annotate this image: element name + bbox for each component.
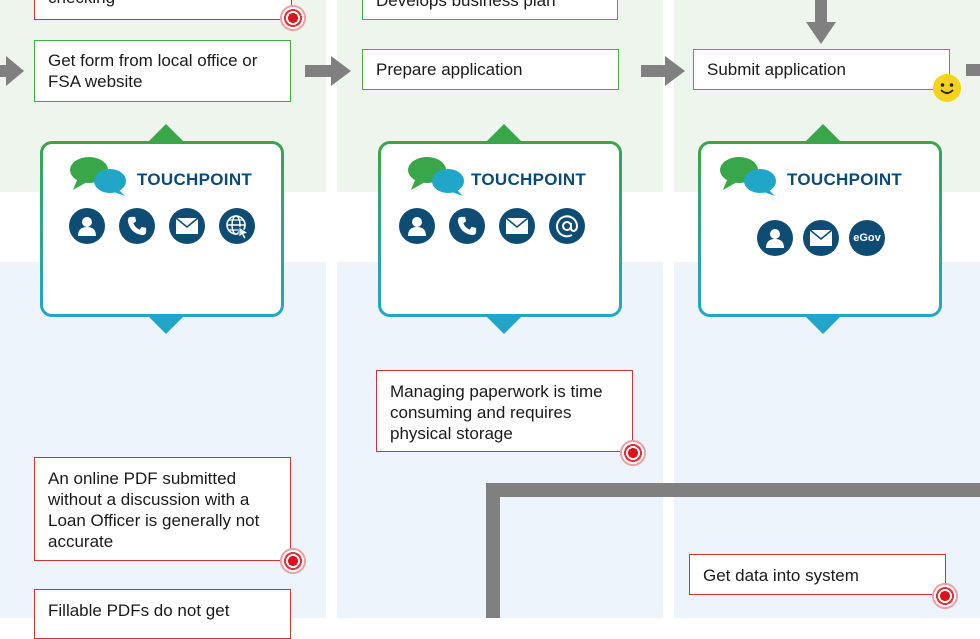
touchpoint-title: TOUCHPOINT bbox=[137, 170, 253, 189]
step-prepare-application: Prepare application bbox=[362, 49, 619, 90]
touchpoint-card-1: TOUCHPOINT bbox=[40, 141, 284, 317]
step-top-partial: Develops business plan bbox=[362, 0, 618, 20]
channel-icons bbox=[399, 208, 585, 244]
pain-point-online-pdf: An online PDF submitted without a discus… bbox=[34, 457, 291, 561]
pain-point-text: Get data into system bbox=[703, 566, 859, 585]
touchpoint-card-3: TOUCHPOINT eGov bbox=[698, 141, 942, 317]
person-icon bbox=[399, 208, 435, 244]
touchpoint-pointer-down bbox=[149, 317, 183, 334]
phone-icon bbox=[119, 208, 155, 244]
target-icon bbox=[619, 439, 647, 467]
step-text: Submit application bbox=[707, 60, 846, 79]
pain-point-text: Managing paperwork is time consuming and… bbox=[390, 382, 603, 443]
pain-point-get-data: Get data into system bbox=[689, 554, 946, 595]
touchpoint-card-2: TOUCHPOINT bbox=[378, 141, 622, 317]
at-sign-icon bbox=[549, 208, 585, 244]
touchpoint-pointer-down bbox=[806, 317, 840, 334]
pain-point-text: Fillable PDFs do not get bbox=[48, 601, 230, 620]
channel-icons bbox=[69, 208, 255, 244]
step-submit-application: Submit application bbox=[693, 49, 950, 90]
touchpoint-pointer-up bbox=[149, 124, 183, 141]
target-icon bbox=[931, 582, 959, 610]
target-icon bbox=[279, 547, 307, 575]
touchpoint-pointer-up bbox=[806, 124, 840, 141]
arrow-right-icon bbox=[966, 64, 980, 76]
arrow-down-icon bbox=[806, 0, 836, 44]
envelope-icon bbox=[169, 208, 205, 244]
chat-bubbles-icon bbox=[70, 157, 126, 196]
pain-point-text: An online PDF submitted without a discus… bbox=[48, 469, 260, 551]
person-icon bbox=[757, 220, 793, 256]
envelope-icon bbox=[803, 220, 839, 256]
person-icon bbox=[69, 208, 105, 244]
phone-icon bbox=[449, 208, 485, 244]
arrow-right-icon bbox=[641, 56, 685, 86]
pain-point-text: checking bbox=[48, 0, 115, 7]
target-icon bbox=[279, 4, 307, 32]
egov-icon: eGov bbox=[849, 220, 885, 256]
touchpoint-title: TOUCHPOINT bbox=[787, 170, 903, 189]
arrow-right-icon bbox=[0, 56, 24, 86]
globe-click-icon bbox=[219, 208, 255, 244]
touchpoint-pointer-down bbox=[487, 317, 521, 334]
pain-point-paperwork: Managing paperwork is time consuming and… bbox=[376, 370, 633, 452]
egov-label: eGov bbox=[853, 232, 881, 244]
pain-point-fillable-pdfs: Fillable PDFs do not get bbox=[34, 589, 291, 639]
chat-bubbles-icon bbox=[720, 157, 776, 196]
envelope-icon bbox=[499, 208, 535, 244]
touchpoint-pointer-up bbox=[487, 124, 521, 141]
step-text: Get form from local office or FSA websit… bbox=[48, 51, 258, 91]
channel-icons: eGov bbox=[757, 220, 885, 256]
smiley-icon bbox=[933, 74, 961, 102]
step-get-form: Get form from local office or FSA websit… bbox=[34, 40, 291, 102]
step-text: Develops business plan bbox=[376, 0, 556, 10]
step-text: Prepare application bbox=[376, 60, 523, 79]
pain-point-top-partial: checking bbox=[34, 0, 292, 20]
touchpoint-title: TOUCHPOINT bbox=[471, 170, 587, 189]
connector-bracket bbox=[486, 483, 980, 618]
arrow-right-icon bbox=[305, 56, 351, 86]
chat-bubbles-icon bbox=[408, 157, 464, 196]
